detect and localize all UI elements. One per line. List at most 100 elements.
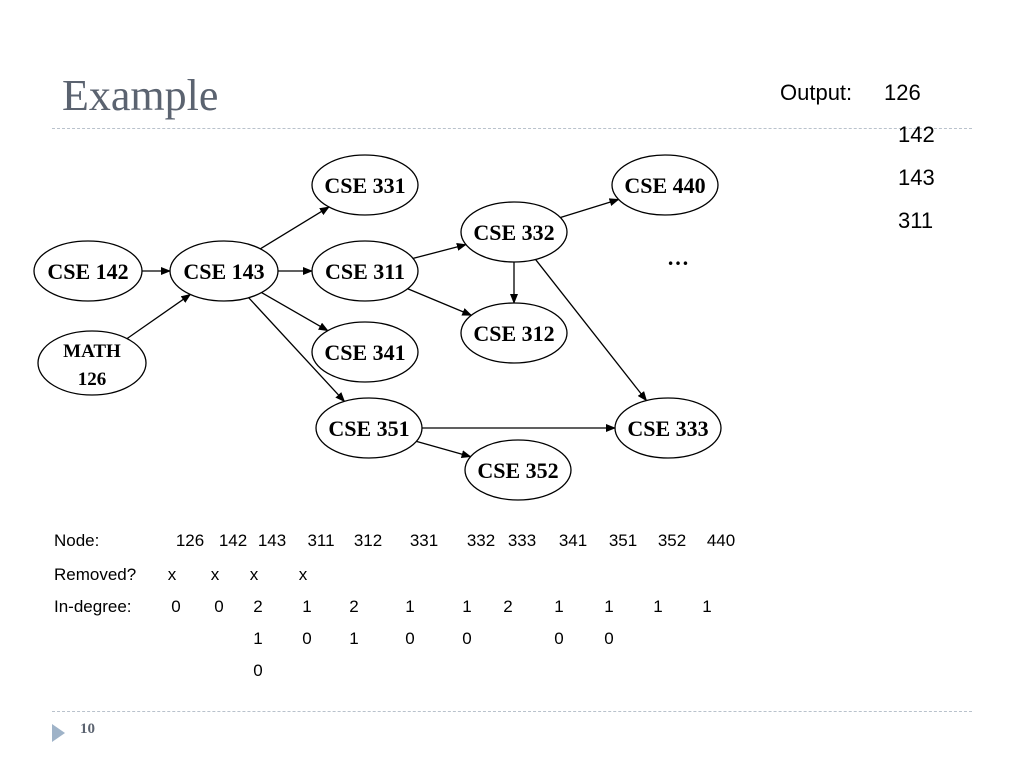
node-ellipse xyxy=(311,154,419,216)
table-indegree-value: 1 xyxy=(702,597,712,616)
table-indegree-value: 1 xyxy=(302,597,312,616)
table-removed-mark: x xyxy=(298,565,308,584)
table-indegree-value: 2 xyxy=(253,597,263,616)
table-indegree-value: 1 xyxy=(349,629,359,648)
table-indegree-value: 0 xyxy=(253,661,263,680)
node-label: CSE 142 xyxy=(47,259,128,284)
footer-bullet-icon xyxy=(52,724,65,742)
table-node-312: 312 xyxy=(353,531,383,550)
table-node-351: 351 xyxy=(608,531,638,550)
node-label: CSE 341 xyxy=(324,340,405,365)
table-indegree-value: 0 xyxy=(302,629,312,648)
slide-title: Example xyxy=(62,71,219,120)
edge-math126-to-cse143 xyxy=(126,293,192,340)
node-ellipse xyxy=(315,397,423,459)
table-node-440: 440 xyxy=(706,531,736,550)
output-label: Output: xyxy=(780,80,853,105)
node-cse142: CSE 142 xyxy=(33,240,143,302)
node-ellipse xyxy=(460,302,568,364)
edge-cse311-to-cse332 xyxy=(412,243,467,260)
node-ellipse xyxy=(611,154,719,216)
table-node-143: 143 xyxy=(257,531,287,550)
node-label: CSE 332 xyxy=(473,220,554,245)
table-removed-mark: x xyxy=(210,565,220,584)
graph-ellipsis: … xyxy=(667,245,689,270)
node-ellipse xyxy=(169,240,279,302)
node-cse333: CSE 333 xyxy=(614,397,722,459)
table-node-126: 126 xyxy=(175,531,205,550)
edges-layer xyxy=(126,198,648,459)
node-cse332: CSE 332 xyxy=(460,201,568,263)
table-node-142: 142 xyxy=(218,531,248,550)
table-node-331: 331 xyxy=(409,531,439,550)
node-ellipse xyxy=(614,397,722,459)
edge-cse351-to-cse352 xyxy=(416,440,472,459)
table-indegree-value: 2 xyxy=(349,597,359,616)
output-value-142: 142 xyxy=(898,122,935,147)
node-label: CSE 351 xyxy=(328,416,409,441)
node-ellipse xyxy=(37,330,147,396)
node-ellipse xyxy=(311,240,419,302)
table-removed-mark: x xyxy=(167,565,177,584)
edge-cse143-to-cse341 xyxy=(261,292,329,332)
output-value-311: 311 xyxy=(898,208,934,233)
footer-divider xyxy=(52,711,972,712)
node-label: CSE 352 xyxy=(477,458,558,483)
table-indegree-value: 0 xyxy=(405,629,415,648)
edge-cse332-to-cse440 xyxy=(560,198,620,219)
node-cse352: CSE 352 xyxy=(464,439,572,501)
edge-cse143-to-cse351 xyxy=(248,297,346,403)
table-node-352: 352 xyxy=(657,531,687,550)
output-value-126: 126 xyxy=(884,80,921,105)
node-cse331: CSE 331 xyxy=(311,154,419,216)
table-indegree-value: 0 xyxy=(462,629,472,648)
node-label: CSE 143 xyxy=(183,259,264,284)
node-ellipse xyxy=(464,439,572,501)
table-indegree-value: 1 xyxy=(253,629,263,648)
node-cse341: CSE 341 xyxy=(311,321,419,383)
table-node-333: 333 xyxy=(507,531,537,550)
table-indegree-value: 2 xyxy=(503,597,513,616)
node-label: CSE 333 xyxy=(627,416,708,441)
node-cse440: CSE 440 xyxy=(611,154,719,216)
output-value-143: 143 xyxy=(898,165,935,190)
table-removed-mark: x xyxy=(249,565,259,584)
node-label: CSE 440 xyxy=(624,173,705,198)
table-removed-label: Removed? xyxy=(54,565,137,584)
edge-cse332-to-cse333 xyxy=(535,259,648,402)
node-cse312: CSE 312 xyxy=(460,302,568,364)
node-label: CSE 311 xyxy=(325,259,405,284)
node-ellipse xyxy=(460,201,568,263)
page-number: 10 xyxy=(80,721,95,737)
table-indegree-value: 0 xyxy=(604,629,614,648)
node-cse351: CSE 351 xyxy=(315,397,423,459)
table-indegree-value: 1 xyxy=(653,597,663,616)
table-indegree-value: 1 xyxy=(405,597,415,616)
table-indegree-value: 0 xyxy=(171,597,181,616)
table-indegree-value: 1 xyxy=(554,597,564,616)
node-label: 126 xyxy=(78,369,107,390)
edge-cse311-to-cse312 xyxy=(407,288,473,316)
node-ellipse xyxy=(311,321,419,383)
table-indegree-value: 1 xyxy=(462,597,472,616)
table-node-311: 311 xyxy=(307,531,335,550)
node-label: MATH xyxy=(63,341,121,362)
table-node-332: 332 xyxy=(466,531,496,550)
edge-cse143-to-cse331 xyxy=(260,206,330,250)
table-indegree-value: 1 xyxy=(604,597,614,616)
node-label: CSE 312 xyxy=(473,321,554,346)
node-math126: MATH 126 xyxy=(37,330,147,396)
node-cse143: CSE 143 xyxy=(169,240,279,302)
node-ellipse xyxy=(33,240,143,302)
table-indegree-value: 0 xyxy=(214,597,224,616)
table-node-341: 341 xyxy=(558,531,588,550)
title-divider xyxy=(52,128,972,129)
table-node-label: Node: xyxy=(54,531,100,550)
table-indegree-label: In-degree: xyxy=(54,597,132,616)
table-indegree-value: 0 xyxy=(554,629,564,648)
node-cse311: CSE 311 xyxy=(311,240,419,302)
node-label: CSE 331 xyxy=(324,173,405,198)
